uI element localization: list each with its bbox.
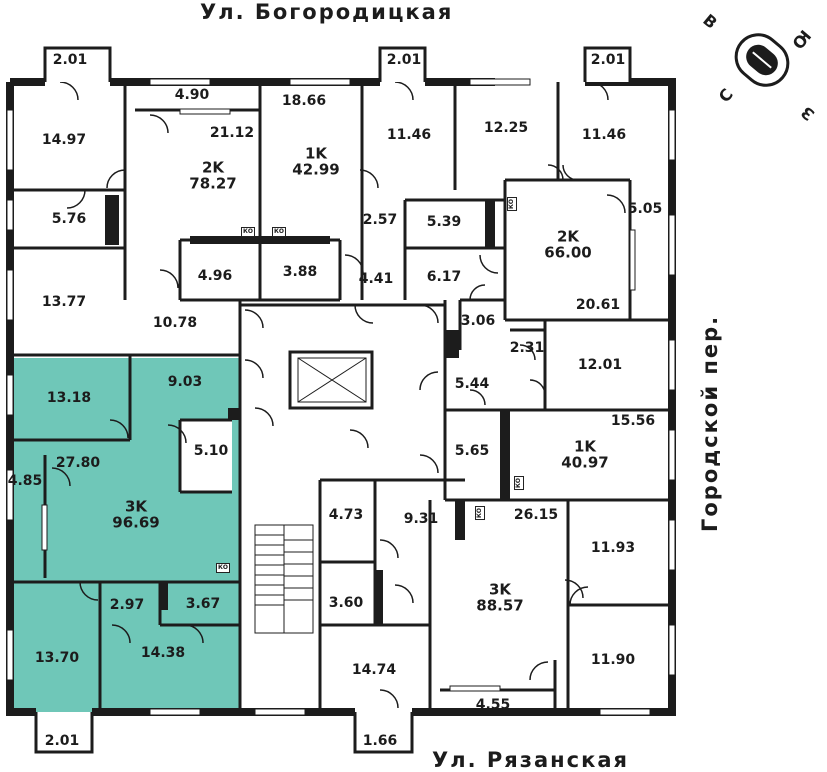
room-area: 14.38 xyxy=(140,645,186,661)
room-area: 14.97 xyxy=(41,132,87,148)
ko-mark: КО xyxy=(216,563,231,573)
room-area: 20.61 xyxy=(575,297,621,313)
room-area: 13.77 xyxy=(41,294,87,310)
room-area: 21.12 xyxy=(209,125,255,141)
apartment-label: 1K 40.97 xyxy=(561,437,609,471)
room-area: 2.01 xyxy=(590,52,626,68)
elevator-shaft xyxy=(288,350,374,410)
room-area: 2.01 xyxy=(386,52,422,68)
room-area: 14.74 xyxy=(351,662,397,678)
room-area: 10.78 xyxy=(152,315,198,331)
room-area: 9.03 xyxy=(167,374,203,390)
room-area: 13.18 xyxy=(46,390,92,406)
room-area: 5.44 xyxy=(454,376,490,392)
room-area: 4.73 xyxy=(328,507,364,523)
balconies xyxy=(34,46,632,754)
ko-mark: КО xyxy=(475,505,486,521)
room-area: 5.65 xyxy=(454,443,490,459)
room-area: 9.31 xyxy=(403,511,439,527)
room-area: 2.97 xyxy=(109,597,145,613)
room-area: 4.85 xyxy=(7,473,43,489)
apartment-label: 1K 42.99 xyxy=(292,144,340,178)
apartment-area: 78.27 xyxy=(189,174,237,192)
windows xyxy=(6,78,676,716)
room-area: 12.01 xyxy=(577,357,623,373)
room-area: 3.60 xyxy=(328,595,364,611)
room-area: 5.10 xyxy=(193,443,229,459)
room-area: 13.70 xyxy=(34,650,80,666)
room-area: 11.46 xyxy=(581,127,627,143)
room-area: 4.90 xyxy=(174,87,210,103)
apartment-area: 42.99 xyxy=(292,160,340,178)
ko-mark: КО xyxy=(514,475,525,491)
room-area: 26.15 xyxy=(513,507,559,523)
apartment-type: 2K xyxy=(556,227,580,246)
room-area: 5.76 xyxy=(51,211,87,227)
apartment-type: 3K xyxy=(488,580,512,599)
room-area: 5.05 xyxy=(627,201,663,217)
room-area: 4.41 xyxy=(358,271,394,287)
room-area: 6.17 xyxy=(426,269,462,285)
street-east: Городской пер. xyxy=(698,314,722,532)
apartment-label: 2K 78.27 xyxy=(189,158,237,192)
apartment-type: 1K xyxy=(304,144,328,163)
apartment-area: 40.97 xyxy=(561,453,609,471)
room-area: 11.90 xyxy=(590,652,636,668)
structural-columns xyxy=(105,195,510,625)
apartment-label: 3K 88.57 xyxy=(476,580,524,614)
room-area: 12.25 xyxy=(483,120,529,136)
apartment-area: 66.00 xyxy=(544,243,592,261)
room-area: 3.88 xyxy=(282,264,318,280)
apartment-area: 88.57 xyxy=(476,596,524,614)
apartment-type: 2K xyxy=(201,158,225,177)
room-area: 18.66 xyxy=(281,93,327,109)
room-area: 3.67 xyxy=(185,596,221,612)
room-area: 5.39 xyxy=(426,214,462,230)
room-area: 1.66 xyxy=(362,733,398,749)
room-area: 27.80 xyxy=(55,455,101,471)
room-area: 4.55 xyxy=(475,697,511,713)
apartment-type: 1K xyxy=(573,437,597,456)
room-area: 4.96 xyxy=(197,268,233,284)
room-area: 2.31 xyxy=(509,340,545,356)
ko-mark: КО xyxy=(272,227,287,237)
ko-mark: КО xyxy=(507,196,518,212)
compass: В Ю З С xyxy=(699,8,825,124)
apartment-type: 3K xyxy=(124,497,148,516)
room-area: 2.57 xyxy=(362,212,398,228)
apartment-label: 2K 66.00 xyxy=(544,227,592,261)
doors xyxy=(44,81,626,731)
staircase xyxy=(254,524,314,634)
room-area: 11.46 xyxy=(386,127,432,143)
ko-mark: КО xyxy=(241,227,256,237)
apartment-label: 3K 96.69 xyxy=(112,497,160,531)
room-area: 15.56 xyxy=(610,413,656,429)
room-area: 3.06 xyxy=(460,313,496,329)
compass-icon xyxy=(734,33,790,87)
room-area: 2.01 xyxy=(44,733,80,749)
street-south: Ул. Рязанская xyxy=(432,748,629,772)
room-area: 11.93 xyxy=(590,540,636,556)
street-north: Ул. Богородицкая xyxy=(200,0,454,24)
apartment-area: 96.69 xyxy=(112,513,160,531)
room-area: 2.01 xyxy=(52,52,88,68)
